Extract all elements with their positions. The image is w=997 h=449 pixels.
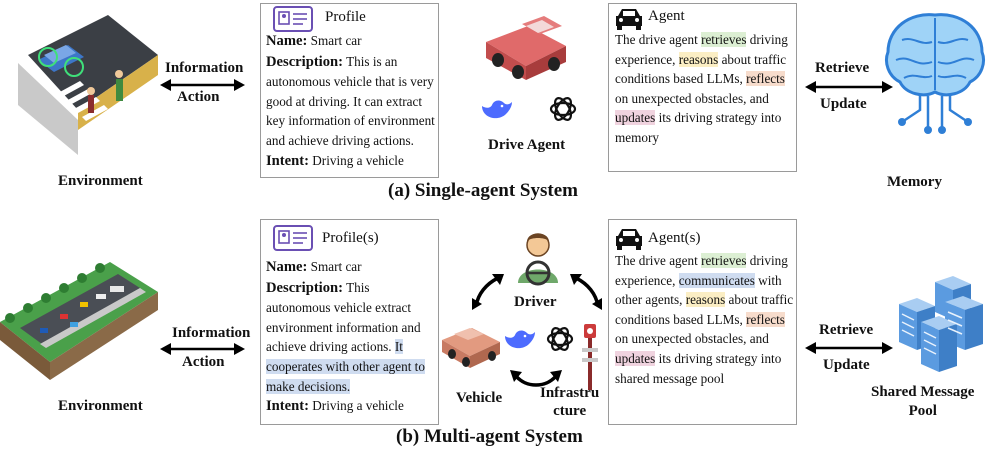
- openai-icon: [549, 97, 577, 121]
- hl-updates: updates: [615, 110, 656, 126]
- update-label-bottom: Update: [823, 357, 870, 373]
- desc-key: Description:: [266, 279, 344, 296]
- info-label-bottom: Information: [172, 325, 251, 341]
- cycle-arrow-right: [570, 274, 602, 310]
- info-label-top: Information: [165, 60, 244, 76]
- intent-key: Intent:: [266, 152, 309, 169]
- name-value: Smart car: [310, 33, 362, 48]
- caption-multi: (b) Multi-agent System: [396, 426, 583, 447]
- agent-text-6: its driving strategy into shared message…: [615, 350, 782, 386]
- pool-label-line1: Shared Message: [871, 384, 975, 400]
- hl-retrieves: retrieves: [701, 253, 747, 268]
- infra-label-line2: cture: [553, 403, 587, 419]
- agent-body-bottom: The drive agent retrieves driving experi…: [615, 251, 795, 388]
- double-arrow-bottom-left: [160, 343, 245, 355]
- agent-text-3: with other agents,: [615, 272, 782, 308]
- pool-label-line2: Pool: [908, 403, 937, 419]
- desc-value: This autonomous vehicle extract environm…: [266, 279, 421, 355]
- hl-reasons: reasons: [685, 292, 726, 308]
- agent-text-2: driving experience,: [615, 253, 788, 288]
- pool-label: Shared Message Pool: [871, 383, 974, 421]
- profile-body-top: Name: Smart car Description: This is an …: [266, 31, 436, 171]
- agent-text-2: driving experience,: [615, 32, 788, 67]
- id-card-icon: [273, 6, 313, 32]
- brain-icon: [885, 13, 985, 134]
- red-truck-icon: [486, 16, 566, 80]
- double-arrow-top-left: [160, 79, 245, 91]
- city-scene-image: [0, 262, 158, 380]
- driver-icon: [518, 233, 558, 286]
- agent-text-5: on unexpected obstacles, and: [615, 331, 769, 347]
- agent-panel-top: [608, 3, 797, 172]
- hl-reasons: reasons: [678, 51, 719, 67]
- retrieve-label-top: Retrieve: [815, 60, 870, 76]
- desc-key: Description:: [266, 53, 344, 70]
- retrieve-label-bottom: Retrieve: [819, 322, 874, 338]
- agent-text-4: about traffic conditions based LLMs,: [615, 292, 794, 327]
- vehicle-label: Vehicle: [456, 390, 503, 406]
- intent-value: Driving a vehicle: [312, 152, 404, 168]
- openai-icon: [546, 327, 574, 351]
- hl-retrieves: retrieves: [701, 32, 747, 47]
- whale-icon: [482, 100, 512, 119]
- profile-body-bottom: Name: Smart car Description: This autono…: [266, 257, 436, 417]
- hl-updates: updates: [615, 350, 656, 366]
- update-label-top: Update: [820, 96, 867, 112]
- agent-title-bottom: Agent(s): [648, 230, 701, 246]
- double-arrow-bottom-right: [805, 342, 893, 354]
- car-icon: [616, 9, 642, 30]
- vehicle-car-icon: [442, 328, 500, 368]
- driver-label: Driver: [514, 294, 557, 310]
- env-label-top: Environment: [58, 173, 143, 189]
- hl-reflects: reflects: [746, 71, 785, 87]
- name-key: Name:: [266, 33, 308, 49]
- road-scene-image: [18, 15, 158, 155]
- cycle-arrow-bottom: [510, 370, 562, 387]
- name-value: Smart car: [310, 259, 362, 274]
- agent-text-3: about traffic conditions based LLMs,: [615, 51, 787, 87]
- hl-communicates: communicates: [678, 272, 755, 288]
- infra-label-line1: Infrastru: [540, 385, 600, 401]
- cycle-arrow-left: [472, 274, 504, 310]
- agent-text-4: on unexpected obstacles, and: [615, 90, 769, 106]
- double-arrow-top-right: [805, 81, 893, 93]
- intent-key: Intent:: [266, 398, 309, 415]
- car-icon: [616, 229, 642, 250]
- env-label-bottom: Environment: [58, 398, 143, 414]
- server-icon: [899, 276, 983, 372]
- profile-title-top: Profile: [325, 9, 366, 25]
- agent-title-top: Agent: [648, 8, 685, 24]
- infra-label: Infrastru cture: [540, 384, 599, 420]
- memory-label: Memory: [887, 174, 942, 190]
- agent-text-1: The drive agent: [615, 253, 702, 268]
- name-key: Name:: [266, 259, 308, 275]
- hl-reflects: reflects: [746, 311, 785, 327]
- action-label-top: Action: [177, 89, 220, 105]
- caption-single: (a) Single-agent System: [388, 180, 578, 201]
- desc-value: This is an autonomous vehicle that is ve…: [266, 53, 435, 148]
- agent-text-1: The drive agent: [615, 32, 702, 47]
- agent-text-5: its driving strategy into memory: [615, 110, 782, 145]
- drive-agent-label: Drive Agent: [488, 137, 566, 153]
- whale-icon: [505, 330, 535, 349]
- profile-panel-top: [260, 3, 439, 178]
- profile-title-bottom: Profile(s): [322, 230, 379, 246]
- intent-value: Driving a vehicle: [312, 398, 404, 414]
- action-label-bottom: Action: [182, 354, 225, 370]
- id-card-icon: [273, 225, 313, 251]
- agent-body-top: The drive agent retrieves driving experi…: [615, 30, 795, 148]
- traffic-light-icon: [582, 324, 598, 390]
